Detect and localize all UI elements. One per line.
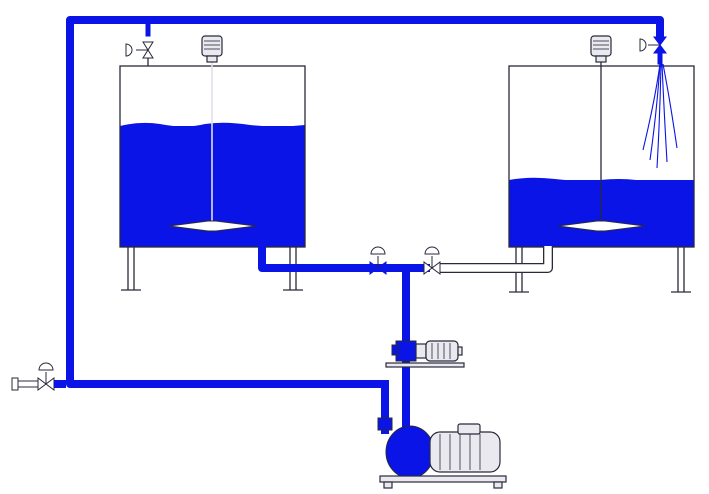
main-pump (377, 380, 507, 489)
spray-jets (642, 63, 678, 169)
tank-right (508, 35, 695, 293)
inlet-valve[interactable] (11, 362, 66, 391)
outlet-valve-left[interactable] (369, 246, 387, 275)
tank-right-impeller (557, 220, 646, 232)
spray-valve-right[interactable] (639, 36, 667, 54)
tank-left-impeller (168, 220, 257, 232)
dosing-unit (385, 340, 465, 368)
tank-right-motor (590, 35, 612, 63)
right-outlet-pipe (438, 246, 553, 273)
outlet-valve-right[interactable] (423, 246, 441, 275)
tank-left (119, 35, 306, 291)
left-outlet-pipe (258, 243, 380, 272)
vent-valve-left[interactable] (125, 41, 154, 59)
tank-left-motor (201, 35, 223, 63)
return-line (66, 16, 664, 388)
